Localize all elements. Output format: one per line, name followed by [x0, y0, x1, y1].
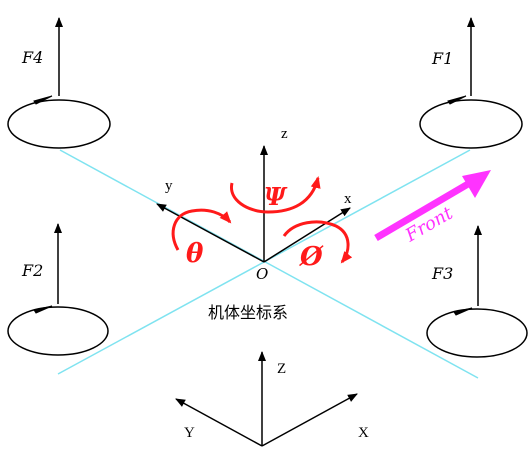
front-arrow-shaft — [374, 180, 470, 242]
ground-x-axis — [261, 393, 358, 447]
rotor-f4-spin-arrowhead — [33, 95, 53, 105]
rotor-f2-spin-arrowhead — [33, 305, 53, 314]
yaw-rotation-arrow — [230, 176, 321, 214]
rotor-f3: F3 — [426, 225, 528, 358]
roll-label: Ø — [299, 242, 324, 272]
body-frame-caption: 机体坐标系 — [208, 303, 288, 322]
front-arrow-head — [462, 170, 491, 198]
body-y-axis — [156, 203, 265, 263]
body-x-axis — [263, 207, 351, 263]
pitch-rotation-arrow — [171, 208, 232, 251]
ground-z-label: Z — [277, 361, 286, 377]
rotor-f2-disc — [7, 306, 109, 356]
front-indicator: Front — [374, 170, 491, 247]
body-x-label: x — [344, 191, 352, 207]
rotor-f3-label: F3 — [431, 264, 453, 283]
ground-frame: Z X Y — [175, 351, 369, 447]
rotor-f4: F4 — [7, 17, 111, 149]
arm-f4-f3 — [59, 149, 479, 379]
roll-rotation-arrow — [282, 220, 353, 264]
body-origin-label: O — [256, 265, 268, 283]
rotor-f3-disc — [426, 308, 528, 358]
rotor-f1-spin-arrowhead — [447, 95, 467, 105]
rotor-f3-spin-arrowhead — [453, 307, 473, 316]
rotor-f4-disc — [7, 99, 111, 149]
body-y-label: y — [165, 178, 173, 194]
rotor-f2-label: F2 — [21, 261, 43, 280]
rotor-f4-label: F4 — [21, 48, 43, 67]
pitch-label: θ — [186, 239, 204, 269]
rotor-f2: F2 — [7, 223, 109, 356]
ground-x-label: X — [358, 425, 369, 441]
yaw-label: Ψ — [264, 182, 288, 211]
rotor-f1-label: F1 — [431, 49, 453, 68]
rotation-arrows: Ψ θ Ø — [171, 176, 353, 272]
ground-y-axis — [175, 398, 263, 447]
rotor-f1-disc — [419, 99, 523, 149]
body-frame: z x y O 机体坐标系 — [156, 126, 352, 322]
rotor-f1: F1 — [419, 17, 523, 149]
ground-y-label: Y — [184, 425, 195, 441]
body-z-label: z — [281, 126, 288, 142]
